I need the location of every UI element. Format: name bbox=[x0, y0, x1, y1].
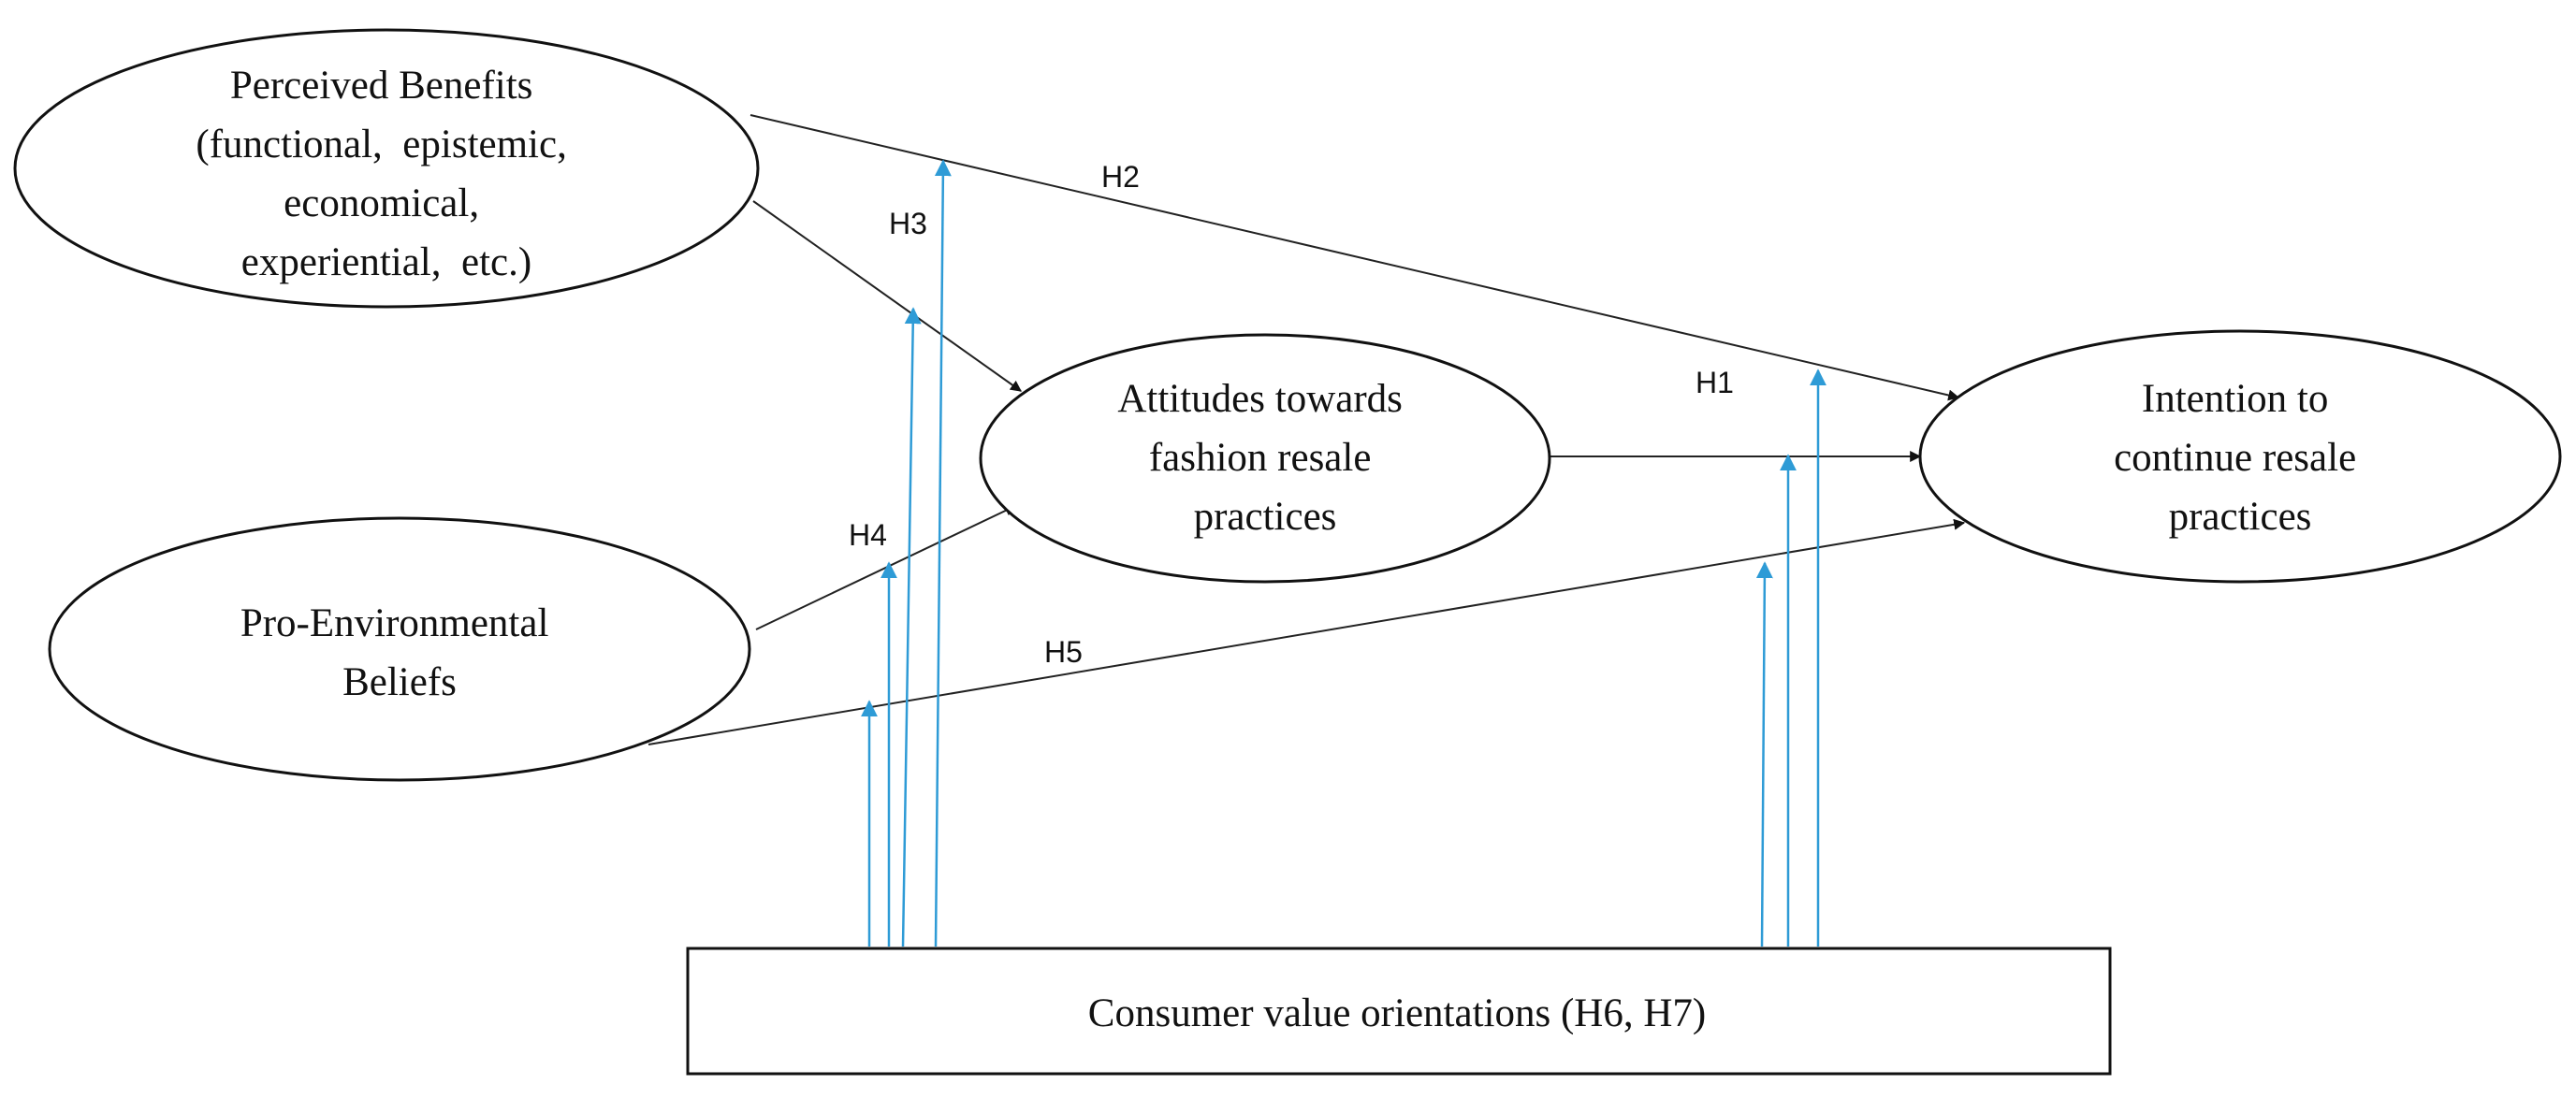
pro-environmental-line-1: Pro-Environmental bbox=[240, 601, 549, 645]
hypothesis-label-h4: H4 bbox=[849, 518, 887, 552]
hypothesis-label-h5: H5 bbox=[1044, 635, 1083, 669]
moderator-arrow-h5-right bbox=[1755, 561, 1773, 947]
attitudes-line-1: Attitudes towards bbox=[1117, 377, 1403, 421]
moderator-arrow-h2-left bbox=[934, 159, 952, 947]
perceived-benefits-line-3: economical, bbox=[284, 181, 479, 225]
svg-text:Perceived Benefits (func: Perceived Benefits (functional, epistemi… bbox=[196, 64, 576, 284]
pro-environmental-line-2: Beliefs bbox=[342, 660, 457, 704]
node-attitudes: Attitudes towards fashion resale practic… bbox=[979, 333, 1551, 584]
hypothesis-label-h3: H3 bbox=[889, 207, 927, 240]
intention-line-1: Intention to bbox=[2142, 377, 2328, 421]
perceived-benefits-line-4: experiential, etc.) bbox=[241, 240, 531, 284]
attitudes-line-2: fashion resale bbox=[1149, 436, 1372, 480]
intention-line-2: continue resale bbox=[2114, 436, 2356, 480]
consumer-value-label: Consumer value orientations (H6, H7) bbox=[1088, 991, 1706, 1035]
node-consumer-value-orientations: Consumer value orientations (H6, H7) bbox=[686, 947, 2112, 1076]
perceived-benefits-line-1: Perceived Benefits bbox=[230, 64, 533, 108]
svg-text:Attitudes towards fashio: Attitudes towards fashion resale practic… bbox=[1117, 377, 1412, 539]
node-intention: Intention to continue resale practices bbox=[1918, 329, 2562, 584]
svg-text:Pro-Environmental Belief: Pro-Environmental Beliefs bbox=[240, 601, 559, 704]
intention-line-3: practices bbox=[2169, 495, 2312, 539]
path-h3-benefits-to-attitudes bbox=[752, 200, 1022, 392]
node-pro-environmental-beliefs: Pro-Environmental Beliefs bbox=[48, 516, 751, 782]
path-h2-benefits-to-intention bbox=[750, 114, 1960, 401]
svg-text:Consumer value orientations (H: Consumer value orientations (H6, H7) bbox=[1088, 991, 1706, 1035]
hypothesis-label-h2: H2 bbox=[1101, 160, 1140, 194]
hypothesis-label-h1: H1 bbox=[1696, 366, 1734, 399]
moderator-arrow-h3 bbox=[901, 307, 922, 947]
perceived-benefits-line-2: (functional, epistemic, bbox=[196, 123, 566, 166]
svg-text:Intention to continue re: Intention to continue resale practices bbox=[2114, 377, 2366, 539]
attitudes-line-3: practices bbox=[1194, 495, 1337, 539]
node-perceived-benefits: Perceived Benefits (functional, epistemi… bbox=[13, 28, 760, 309]
